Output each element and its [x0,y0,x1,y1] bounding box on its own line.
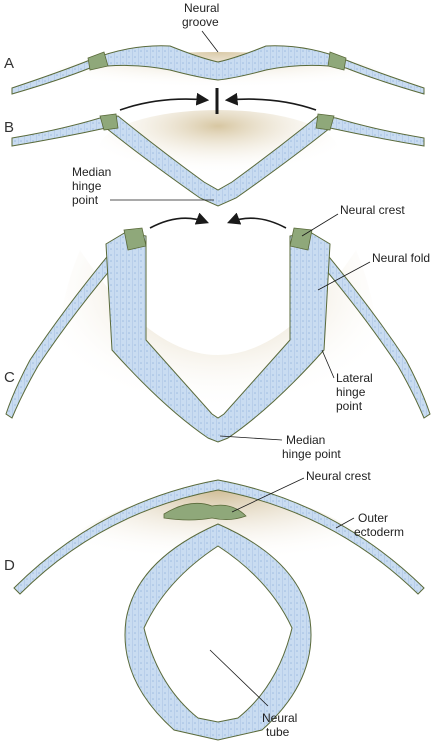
panel-a-letter: A [4,55,14,72]
neural-fold-leader [317,261,371,291]
median-hinge-c-label-2: hinge point [282,447,341,461]
outer-ectoderm-leader [335,517,355,529]
neural-groove-label-2: groove [182,15,219,29]
panel-d-neural-tube [124,523,312,741]
panel-b-crest-left [99,113,119,131]
lateral-hinge-label-3: point [336,399,363,413]
panel-c-crest-left [123,227,147,251]
median-hinge-c-leader [219,435,283,441]
panel-c-neural-plate [105,231,331,443]
panel-c-letter: C [4,369,15,386]
neural-tube-label-2: tube [266,725,290,739]
panel-d-letter: D [4,557,15,574]
panel-a-ectoderm [11,45,425,95]
neural-crest-d-label: Neural crest [306,469,371,483]
panel-c-crest-right [289,227,313,251]
panel-b-letter: B [4,119,14,136]
neural-groove-label-1: Neural [184,1,219,15]
panel-a-crest-right [327,51,347,71]
neural-crest-c-leader [301,213,339,237]
neural-crest-c-label: Neural crest [340,203,405,217]
panel-b-shadow [98,110,338,190]
median-hinge-b-label-3: point [72,193,99,207]
panel-b-crest-right [315,113,335,131]
panel-a-crest-left [87,51,109,71]
panel-b: Median hinge point B [4,88,425,207]
median-hinge-c-label-1: Median [286,433,325,447]
outer-ectoderm-label-1: Outer [358,511,388,525]
panel-b-ectoderm [11,115,425,207]
median-hinge-b-label-2: hinge [72,179,102,193]
panel-b-arrow-right [224,92,317,111]
panel-c-arrow-left [149,212,209,229]
neural-tube-label-1: Neural [262,711,297,725]
panel-c-shadow [60,250,376,450]
panel-b-arrow-left [119,92,210,111]
neural-groove-leader [201,30,219,53]
panel-c: Neural crest Neural fold Lateral hinge p… [4,203,431,461]
neural-tube-leader [209,649,269,707]
panel-d-neural-crest [163,502,247,521]
panel-d-outer-ectoderm [13,479,425,595]
panel-c-arrow-right [227,212,287,229]
neural-fold-label: Neural fold [372,251,430,265]
panel-d: Neural crest Outer ectoderm Neural tube … [4,469,425,741]
panel-a: Neural groove A [4,1,425,104]
lateral-hinge-leader [321,349,335,379]
lateral-hinge-label-1: Lateral [336,371,373,385]
neural-crest-d-leader [231,477,305,513]
median-hinge-b-label-1: Median [72,165,111,179]
lateral-hinge-label-2: hinge [336,385,366,399]
outer-ectoderm-label-2: ectoderm [354,525,404,539]
